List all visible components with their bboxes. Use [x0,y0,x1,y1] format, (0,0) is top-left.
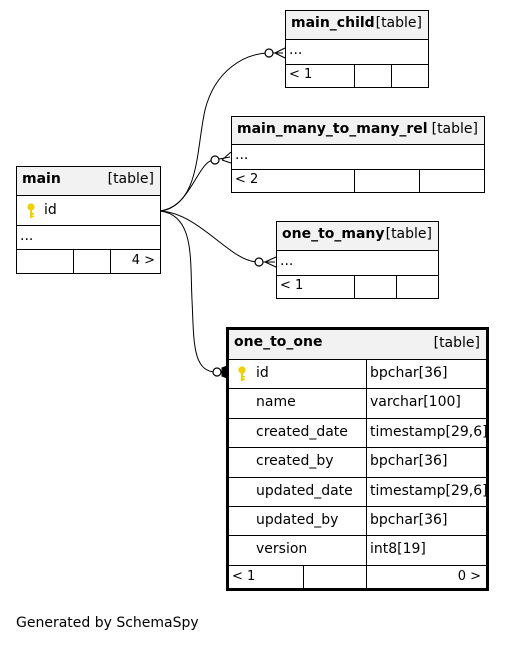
column-name: name [256,394,296,411]
column-type: timestamp[29,6] [370,423,488,440]
crows-foot-main-child [274,47,286,59]
column-name: id [44,202,57,218]
table-type: [table] [107,171,154,187]
table-main[interactable]: main [table] id ... 4 > [16,166,161,274]
table-footer: 4 > [17,250,160,273]
optional-marker-one-to-one [212,367,222,377]
ellipsis-text: ... [280,253,294,269]
table-footer: < 2 [232,170,484,192]
ellipsis-text: ... [235,147,249,163]
column-row: id [17,196,160,226]
table-header: one_to_many [table] [277,222,438,251]
table-name: main [22,171,61,187]
table-header: main [table] [17,167,160,196]
table-footer: < 1 [286,65,428,87]
column-row: created_date timestamp[29,6] [229,418,488,449]
columns-ellipsis-row: ... [277,251,438,276]
columns-ellipsis-row: ... [232,145,484,170]
column-row: version int8[19] [229,536,486,566]
key-icon [27,203,35,218]
optional-marker-one-to-many [254,257,264,267]
table-footer: < 1 [277,276,438,298]
columns-ellipsis-row: ... [17,226,160,250]
column-row: name varchar[100] [229,389,486,419]
footer-parent-count: < 1 [280,278,304,293]
column-type: varchar[100] [370,394,461,411]
table-header: one_to_one [table] [229,330,486,360]
table-one-to-many[interactable]: one_to_many [table] ... < 1 [276,221,439,299]
column-type: bpchar[36] [370,365,448,381]
edge-main-to-one-to-one [159,210,226,373]
column-type: int8[19] [370,541,426,558]
footer-child-count: 4 > [131,253,155,268]
table-type: [table] [375,15,422,31]
column-row: id bpchar[36] [229,360,486,390]
table-type: [table] [433,335,480,351]
table-header: main_many_to_many_rel [table] [232,117,484,145]
footer-parent-count: < 1 [289,67,313,82]
edge-main-to-many-to-many [159,156,231,212]
footer-parent-count: < 1 [232,568,256,584]
footer-child-count: 0 > [457,568,481,584]
table-main-child[interactable]: main_child [table] ... < 1 [285,10,429,88]
crows-foot-many-to-many [221,151,232,164]
columns-ellipsis-row: ... [286,40,428,65]
column-type: timestamp[29,6] [370,482,488,499]
generated-by-credit: Generated by SchemaSpy [16,615,199,631]
column-type: bpchar[36] [370,511,448,528]
column-name: created_by [256,453,334,470]
column-type: bpchar[36] [370,453,448,470]
table-one-to-one[interactable]: one_to_one [table] id bpchar[36] name varch… [226,327,489,591]
column-name: updated_by [256,511,339,528]
column-name: version [256,541,308,558]
optional-marker-many-to-many [210,155,220,165]
ellipsis-text: ... [20,228,34,244]
column-row: updated_by bpchar[36] [229,506,486,537]
table-name: main_many_to_many_rel [237,121,428,137]
table-name: main_child [291,15,375,31]
column-row: created_by bpchar[36] [229,448,486,478]
key-icon [238,366,246,381]
table-main-many-to-many-rel[interactable]: main_many_to_many_rel [table] ... < 2 [231,116,485,193]
table-name: one_to_one [234,334,323,350]
table-type: [table] [385,226,432,242]
column-name: created_date [256,423,348,440]
crows-foot-one-to-many [264,256,277,268]
ellipsis-text: ... [289,42,303,58]
table-footer: < 1 0 > [229,565,486,590]
table-header: main_child [table] [286,11,428,40]
optional-marker-main-child [264,48,274,58]
table-type: [table] [431,121,478,137]
footer-parent-count: < 2 [235,172,259,187]
column-name: id [256,365,269,381]
column-row: updated_date timestamp[29,6] [229,477,488,507]
column-name: updated_date [256,482,353,499]
column-list: id bpchar[36] name varchar[100] created_date… [229,360,488,566]
table-name: one_to_many [282,226,385,242]
